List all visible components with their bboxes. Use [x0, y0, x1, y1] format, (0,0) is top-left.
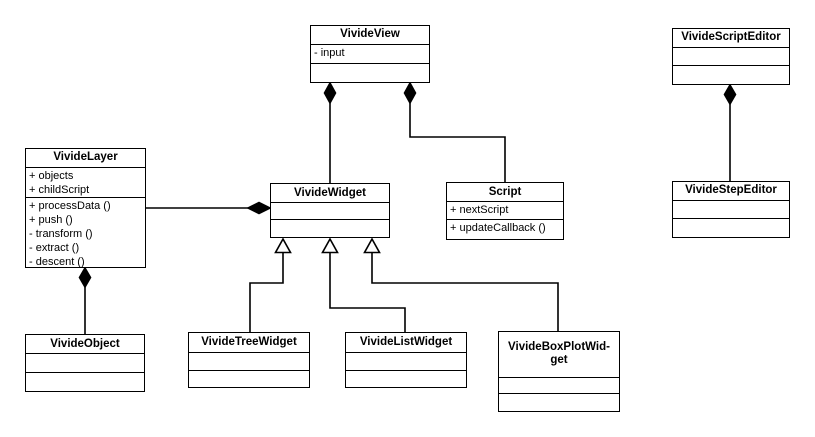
generalization-connector-vividelistwidget-vividewidget	[321, 237, 406, 332]
class-methods-vividelistwidget	[346, 370, 466, 387]
class-methods-vividewidget	[271, 219, 389, 237]
class-member: + childScript	[29, 183, 90, 196]
class-vivideboxplotwidget: VivideBoxPlotWid-get	[498, 331, 620, 412]
class-member: - input	[314, 46, 345, 59]
generalization-connector-vivideboxplotwidget-vividewidget	[363, 237, 559, 331]
class-attributes-vivideboxplotwidget	[499, 376, 619, 393]
class-methods-vivideview	[311, 62, 429, 83]
class-attributes-vividetreewidget	[189, 352, 309, 370]
class-vividetreewidget: VivideTreeWidget	[188, 332, 310, 388]
class-title-vividetreewidget: VivideTreeWidget	[201, 336, 297, 348]
class-methods-vividelayer: + processData ()+ push ()- transform () -…	[26, 196, 145, 267]
class-vivideview: VivideView - input	[310, 25, 430, 83]
composition-connector-vivideview-vividewidget	[323, 81, 337, 183]
class-title-vivideboxplotwidget: VivideBoxPlotWid-get	[508, 341, 610, 367]
class-methods-vividestepeditor	[673, 218, 789, 237]
class-methods-vividescripteditor	[673, 65, 789, 84]
class-attributes-vivideobject	[26, 353, 144, 372]
class-vividelayer: VivideLayer + objects+ childScript + pro…	[25, 148, 146, 268]
class-attributes-vividescripteditor	[673, 46, 789, 66]
class-attributes-vivideview: - input	[311, 43, 429, 63]
class-member: - extract ()	[29, 242, 80, 255]
composition-connector-vividewidget-vividelayer	[146, 201, 272, 215]
class-member: + updateCallback ()	[450, 222, 546, 234]
class-title-script: Script	[488, 185, 522, 198]
class-script: Script + nextScript + updateCallback ()	[446, 182, 564, 240]
class-vividescripteditor: VivideScriptEditor	[672, 28, 790, 85]
class-attributes-vividelayer: + objects+ childScript	[26, 166, 145, 197]
class-member: - descent ()	[29, 256, 85, 267]
class-attributes-vividelistwidget	[346, 352, 466, 370]
generalization-connector-vividetreewidget-vividewidget	[249, 237, 292, 332]
class-vividelistwidget: VivideListWidget	[345, 332, 467, 388]
class-methods-vividetreewidget	[189, 370, 309, 387]
composition-connector-vividescripteditor-vividestepeditor	[723, 83, 737, 181]
class-member: + processData ()	[29, 199, 111, 212]
class-title-vivideobject: VivideObject	[50, 337, 120, 350]
composition-connector-vividelayer-vivideobject	[78, 266, 92, 334]
class-attributes-vividestepeditor	[673, 199, 789, 219]
class-vividewidget: VivideWidget	[270, 183, 390, 238]
class-title-vividelayer: VivideLayer	[53, 151, 118, 164]
class-member: + nextScript	[450, 204, 509, 216]
class-title-vividelistwidget: VivideListWidget	[359, 336, 453, 348]
class-member: - transform ()	[29, 227, 93, 240]
class-attributes-script: + nextScript	[447, 201, 563, 219]
class-methods-vivideobject	[26, 372, 144, 391]
class-title-vivideview: VivideView	[340, 28, 400, 41]
class-title-vividewidget: VivideWidget	[294, 186, 366, 199]
class-vividestepeditor: VivideStepEditor	[672, 181, 790, 238]
class-title-vividestepeditor: VivideStepEditor	[685, 184, 777, 197]
composition-connector-vivideview-script	[403, 81, 506, 182]
class-methods-vivideboxplotwidget	[499, 392, 619, 412]
class-member: + objects	[29, 169, 74, 182]
class-title-vividescripteditor: VivideScriptEditor	[681, 31, 781, 44]
class-vivideobject: VivideObject	[25, 334, 145, 392]
class-methods-script: + updateCallback ()	[447, 219, 563, 239]
class-attributes-vividewidget	[271, 202, 389, 219]
class-member: + push ()	[29, 213, 73, 226]
